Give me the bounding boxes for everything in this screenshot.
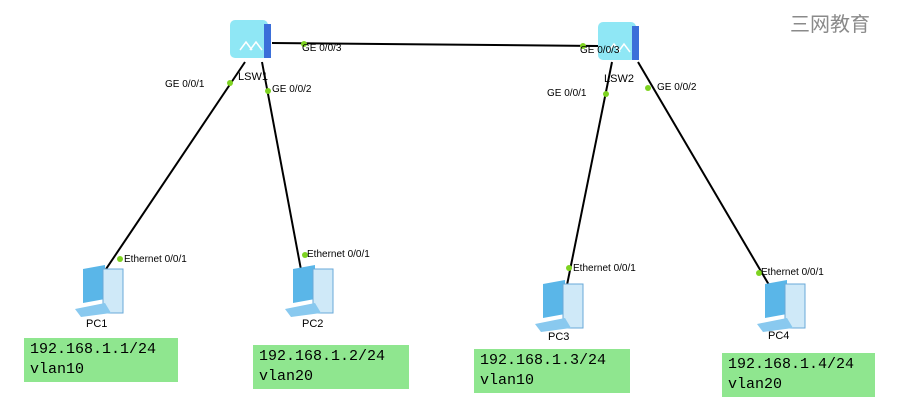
port-dot <box>580 43 586 49</box>
ip-address: 192.168.1.3/24 <box>480 352 607 369</box>
vlan: vlan20 <box>728 376 783 393</box>
port-label: GE 0/0/1 <box>165 79 205 90</box>
device-label-pc2: PC2 <box>302 318 324 330</box>
port-label: GE 0/0/2 <box>657 82 697 93</box>
switch-icon[interactable] <box>230 20 271 58</box>
device-label-pc3: PC3 <box>548 331 570 343</box>
port-dot <box>645 85 651 91</box>
port-label: GE 0/0/1 <box>547 88 587 99</box>
link-lsw2-pc4[interactable] <box>637 61 773 291</box>
port-label: GE 0/0/3 <box>580 45 620 56</box>
device-label-lsw2: LSW2 <box>604 73 634 85</box>
port-dot <box>756 270 762 276</box>
switch-icon[interactable] <box>598 22 639 60</box>
port-dot <box>301 41 307 47</box>
watermark-logo: 三网教育 <box>790 12 870 36</box>
link-lsw1-pc1[interactable] <box>99 61 246 279</box>
port-dot <box>603 91 609 97</box>
note-pc2: 192.168.1.2/24 vlan20 <box>253 345 409 389</box>
device-label-pc1: PC1 <box>86 318 108 330</box>
vlan: vlan10 <box>480 372 535 389</box>
device-label-pc4: PC4 <box>768 330 790 342</box>
note-pc1: 192.168.1.1/24 vlan10 <box>24 338 178 382</box>
vlan: vlan10 <box>30 361 85 378</box>
port-dot <box>302 252 308 258</box>
ip-address: 192.168.1.1/24 <box>30 341 157 358</box>
ip-address: 192.168.1.4/24 <box>728 356 855 373</box>
pc-icon[interactable] <box>75 265 124 317</box>
link-lsw2-pc3[interactable] <box>565 61 613 291</box>
note-pc4: 192.168.1.4/24 vlan20 <box>722 353 875 397</box>
port-label: Ethernet 0/0/1 <box>124 254 187 265</box>
device-label-lsw1: LSW1 <box>238 71 268 83</box>
port-label: Ethernet 0/0/1 <box>761 267 824 278</box>
note-pc3: 192.168.1.3/24 vlan10 <box>474 349 630 393</box>
vlan: vlan20 <box>259 368 314 385</box>
port-dot <box>566 265 572 271</box>
port-dot <box>227 80 233 86</box>
pc-icon[interactable] <box>285 265 334 317</box>
ip-address: 192.168.1.2/24 <box>259 348 386 365</box>
port-label: GE 0/0/3 <box>302 43 342 54</box>
pc-icon[interactable] <box>535 280 584 332</box>
port-label: Ethernet 0/0/1 <box>573 263 636 274</box>
link-lsw1-pc2[interactable] <box>261 61 303 276</box>
port-label: GE 0/0/2 <box>272 84 312 95</box>
port-dot <box>117 256 123 262</box>
link-lsw1-lsw2[interactable] <box>271 42 599 47</box>
port-dot <box>265 88 271 94</box>
port-label: Ethernet 0/0/1 <box>307 249 370 260</box>
pc-icon[interactable] <box>757 280 806 332</box>
